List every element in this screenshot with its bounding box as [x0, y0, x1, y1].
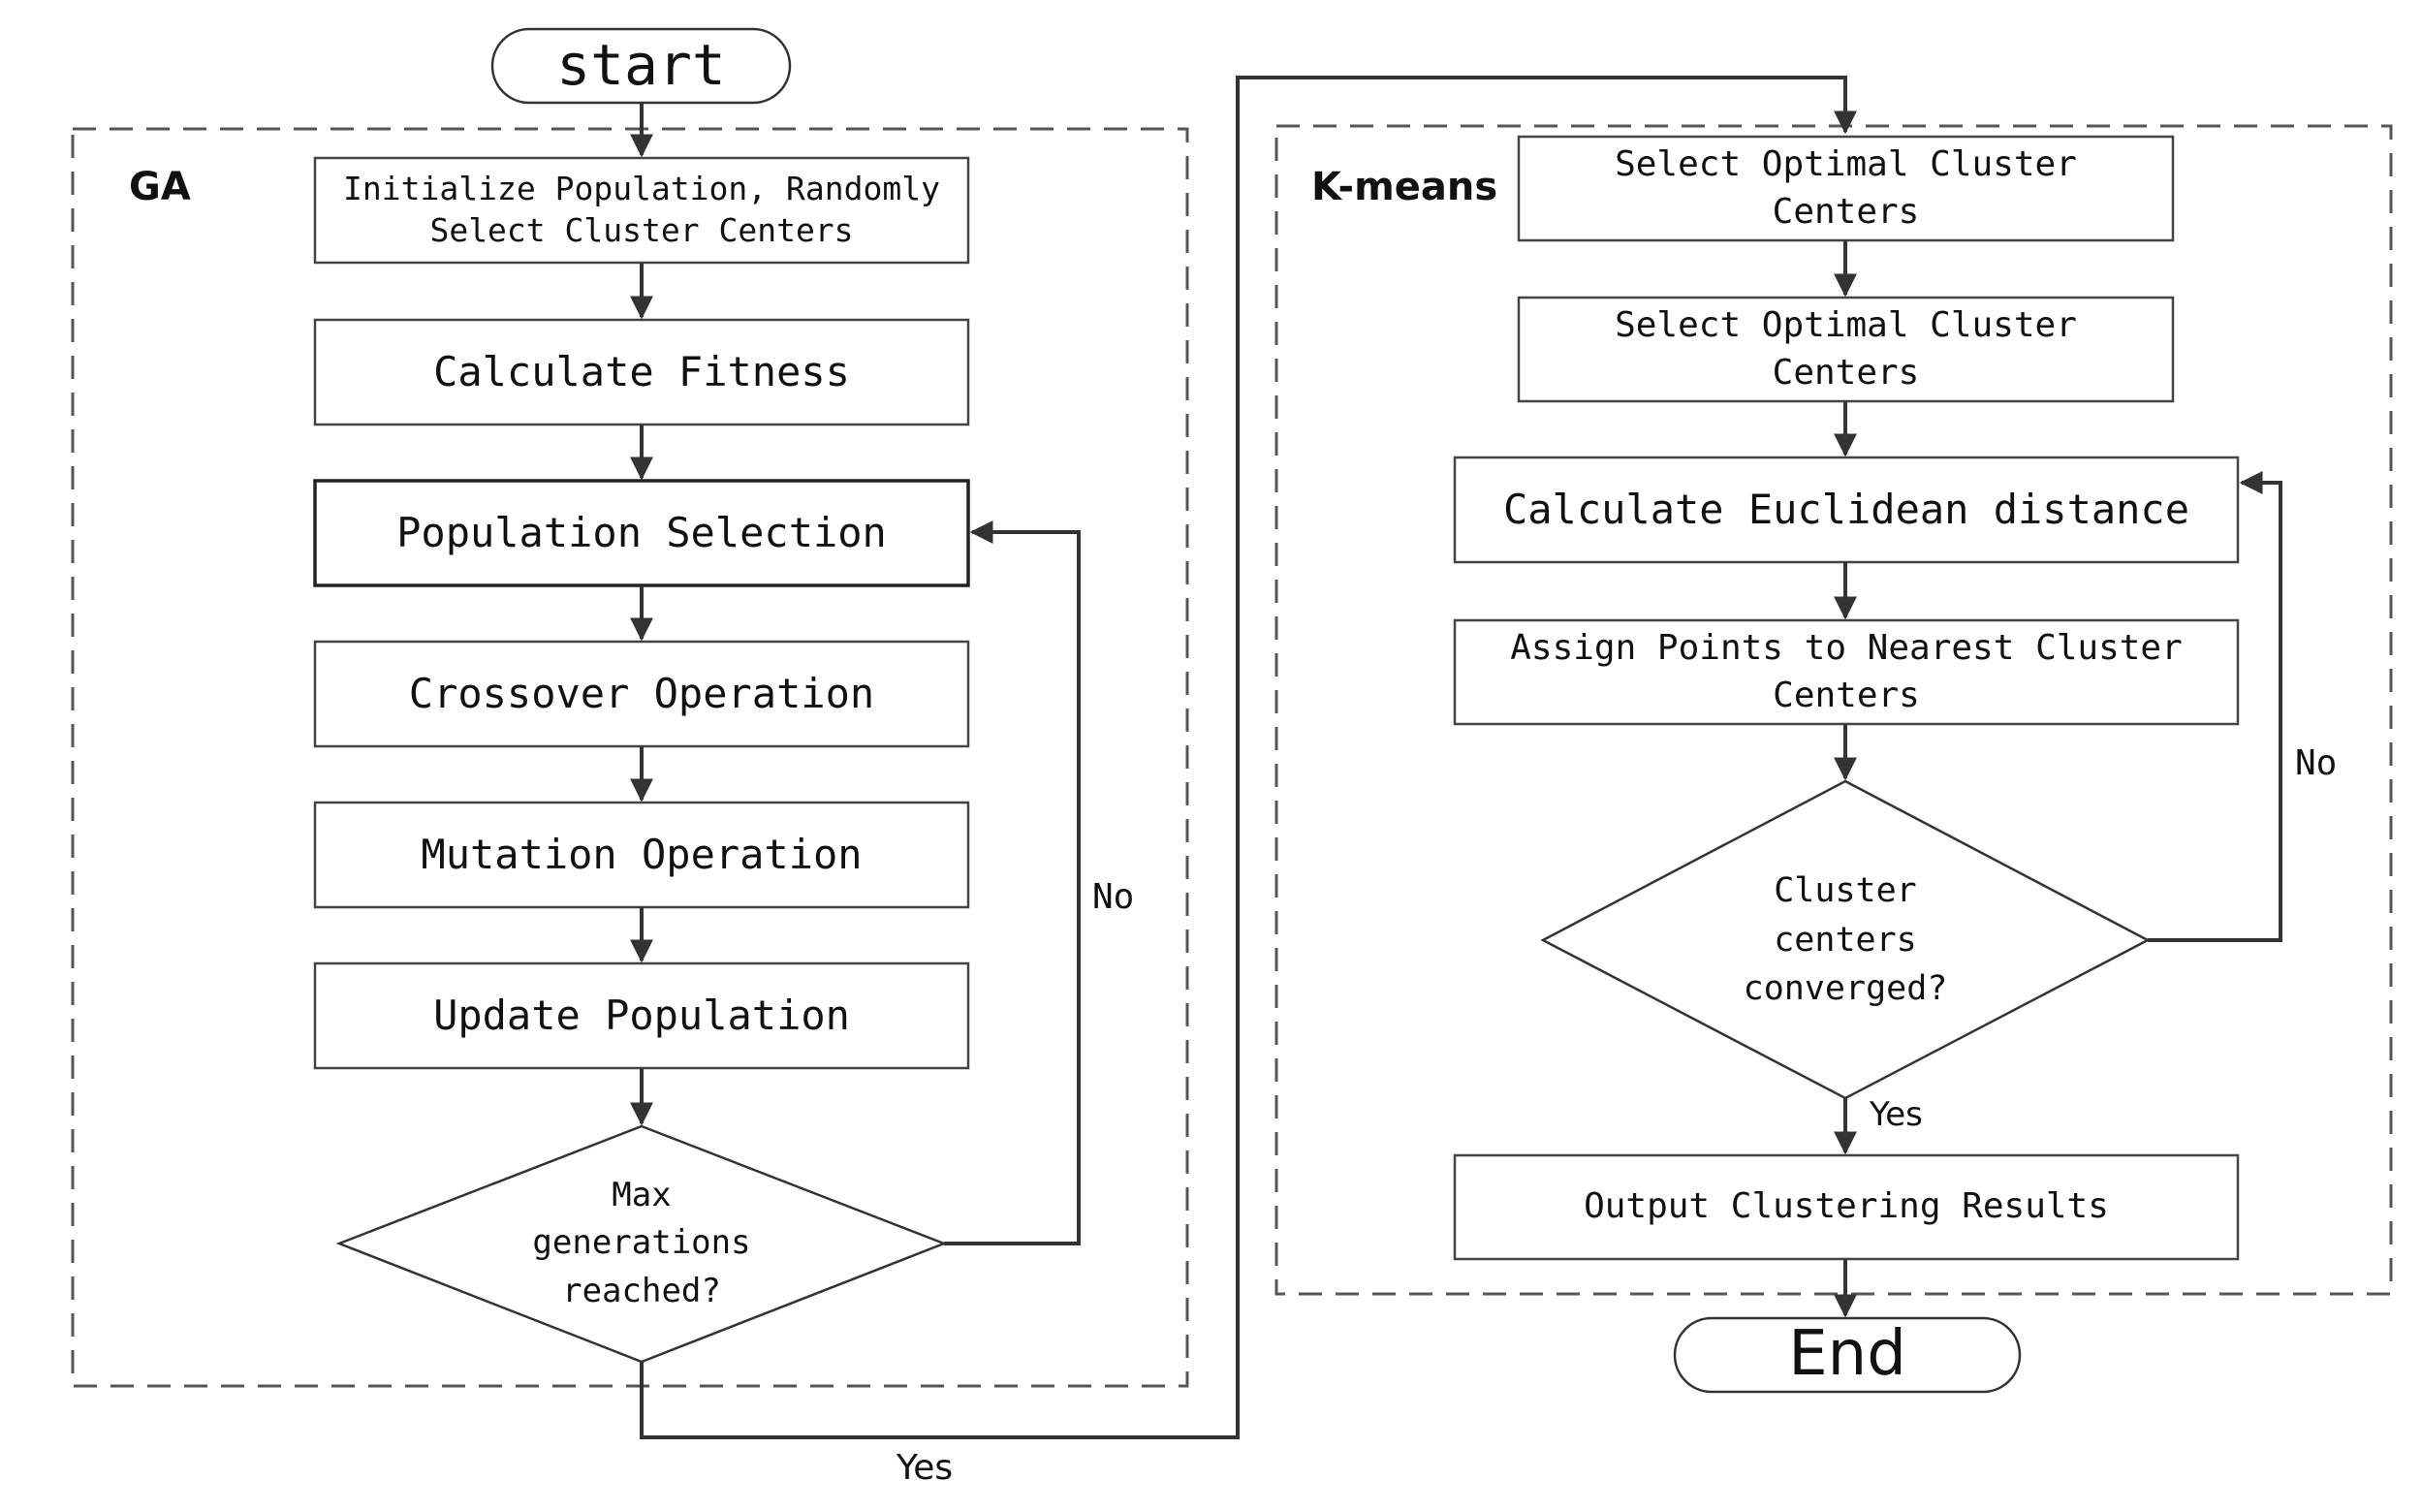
ga-step-5: Mutation Operation: [421, 830, 863, 878]
kmeans-step-box-4: [1453, 618, 2240, 726]
ga-step-1: Initialize Population, Randomly Select C…: [343, 170, 940, 249]
ga-no-label: No: [1092, 877, 1135, 917]
kmeans-decision-text: Cluster centers converged?: [1743, 870, 1948, 1009]
kmeans-output-box: [1453, 1153, 2240, 1261]
end-label: End: [1788, 1318, 1906, 1391]
kmeans-step-4: Assign Points to Nearest Cluster Centers: [1510, 627, 2183, 715]
ga-decision-text: Max generations reached?: [532, 1176, 751, 1310]
ga-step-box-6: [313, 961, 970, 1070]
ga-step-4: Crossover Operation: [408, 669, 875, 717]
kmeans-output-text: Output Clustering Results: [1584, 1186, 2109, 1227]
start-label: start: [556, 32, 726, 99]
kmeans-step-2: Select Optimal Cluster Centers: [1615, 304, 2077, 393]
ga-step-6: Update Population: [433, 991, 850, 1039]
arrow-ga-yes-to-kmeans: [640, 76, 1857, 1439]
kmeans-step-1: Select Optimal Cluster Centers: [1615, 143, 2077, 232]
kmeans-no-label: No: [2295, 743, 2338, 783]
kmeans-group-label: K-means: [1311, 165, 1498, 209]
arrow-kmeans-no-loop: [2148, 471, 2282, 942]
kmeans-step-box-1: [1517, 135, 2175, 242]
kmeans-yes-label: Yes: [1870, 1095, 1923, 1134]
ga-step-2: Calculate Fitness: [433, 347, 850, 395]
kmeans-step-3: Calculate Euclidean distance: [1502, 485, 2189, 533]
ga-step-box-3: [313, 479, 970, 587]
ga-step-3: Population Selection: [396, 508, 887, 556]
ga-container: [71, 127, 1189, 1388]
end-terminal: [1673, 1316, 2022, 1394]
ga-step-box-2: [313, 318, 970, 426]
ga-step-box-4: [313, 640, 970, 748]
ga-step-box-5: [313, 801, 970, 909]
arrow-ga-no-loop: [944, 520, 1081, 1245]
kmeans-step-box-3: [1453, 456, 2240, 564]
ga-group-label: GA: [129, 165, 191, 209]
ga-yes-label: Yes: [896, 1448, 954, 1488]
